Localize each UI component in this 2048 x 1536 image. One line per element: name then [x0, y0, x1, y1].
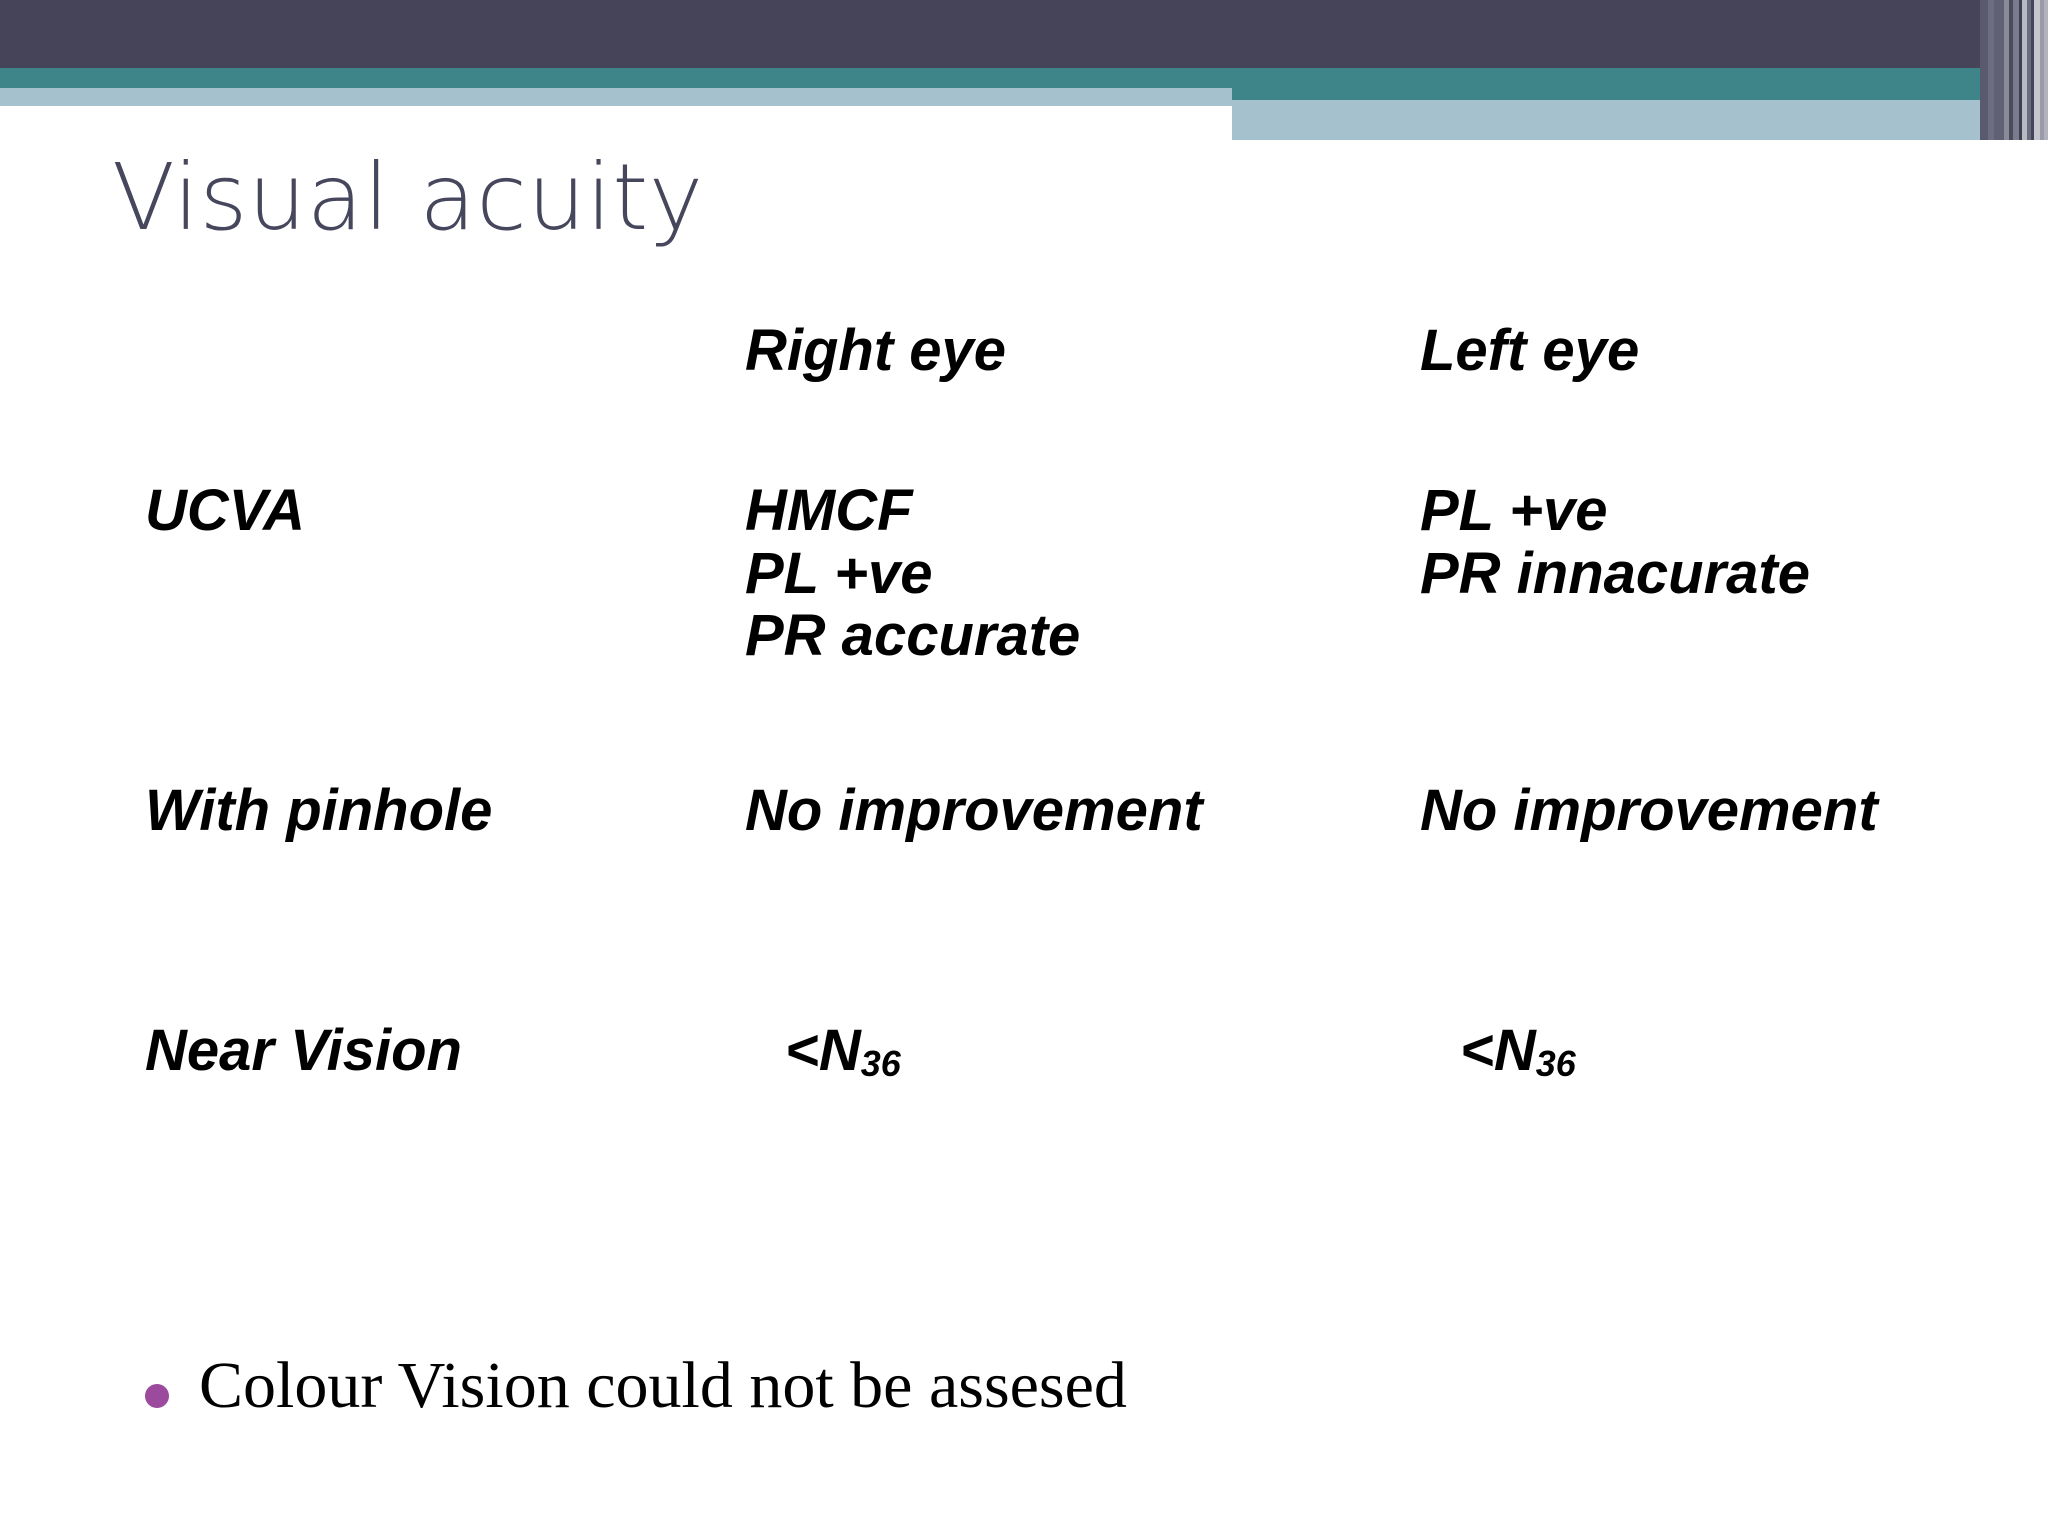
row-label-with-pinhole: With pinhole — [145, 778, 493, 843]
row-label-near-vision: Near Vision — [145, 1018, 462, 1083]
header-stripe-6 — [2019, 0, 2022, 140]
header-stripe-1 — [1988, 0, 1994, 140]
cell-ucva-right-eye: HMCF PL +ve PR accurate — [745, 478, 1081, 669]
near-vision-right-subscript: 36 — [860, 1043, 901, 1085]
header-stripe-9 — [2031, 0, 2034, 140]
header-vertical-stripes-decoration — [1980, 0, 2048, 140]
near-vision-left-base: <N — [1460, 1018, 1536, 1083]
header-band-dark — [0, 0, 2048, 68]
near-vision-right-base: <N — [785, 1018, 861, 1083]
header-band-light-right — [1232, 100, 2048, 140]
table-row-with-pinhole: With pinhole No improvement No improveme… — [0, 778, 2048, 1020]
near-vision-left-subscript: 36 — [1535, 1043, 1576, 1085]
column-header-left-eye: Left eye — [1420, 318, 1640, 383]
header-stripe-0 — [1980, 0, 1988, 140]
cell-near-vision-left-eye: <N36 — [1460, 1018, 2048, 1085]
cell-pinhole-right-eye: No improvement — [745, 778, 1203, 843]
cell-pinhole-left-eye: No improvement — [1420, 778, 1878, 843]
visual-acuity-table: Right eye Left eye UCVA HMCF PL +ve PR a… — [0, 318, 2048, 1180]
header-stripe-8 — [2027, 0, 2031, 140]
header-stripe-2 — [1994, 0, 2004, 140]
header-stripe-10 — [2034, 0, 2040, 140]
table-row-near-vision: Near Vision <N36 <N36 — [0, 1018, 2048, 1180]
header-stripe-7 — [2022, 0, 2027, 140]
bullet-item-label: Colour Vision could not be assesed — [199, 1349, 1127, 1422]
cell-ucva-left-eye: PL +ve PR innacurate — [1420, 478, 1810, 606]
header-stripe-11 — [2040, 0, 2044, 140]
bullet-dot-icon — [145, 1384, 169, 1408]
column-header-right-eye: Right eye — [745, 318, 1007, 383]
header-stripe-3 — [2004, 0, 2009, 140]
cell-near-vision-right-eye: <N36 — [785, 1018, 1445, 1085]
table-row-ucva: UCVA HMCF PL +ve PR accurate PL +ve PR i… — [0, 478, 2048, 780]
page-title: Visual acuity — [112, 144, 704, 251]
header-stripe-4 — [2009, 0, 2013, 140]
header-stripe-12 — [2044, 0, 2048, 140]
table-header-row: Right eye Left eye — [0, 318, 2048, 480]
header-band-light-left — [0, 88, 1232, 106]
bullet-list-item: Colour Vision could not be assesed — [145, 1349, 1127, 1423]
row-label-ucva: UCVA — [145, 478, 306, 543]
header-stripe-5 — [2013, 0, 2019, 140]
